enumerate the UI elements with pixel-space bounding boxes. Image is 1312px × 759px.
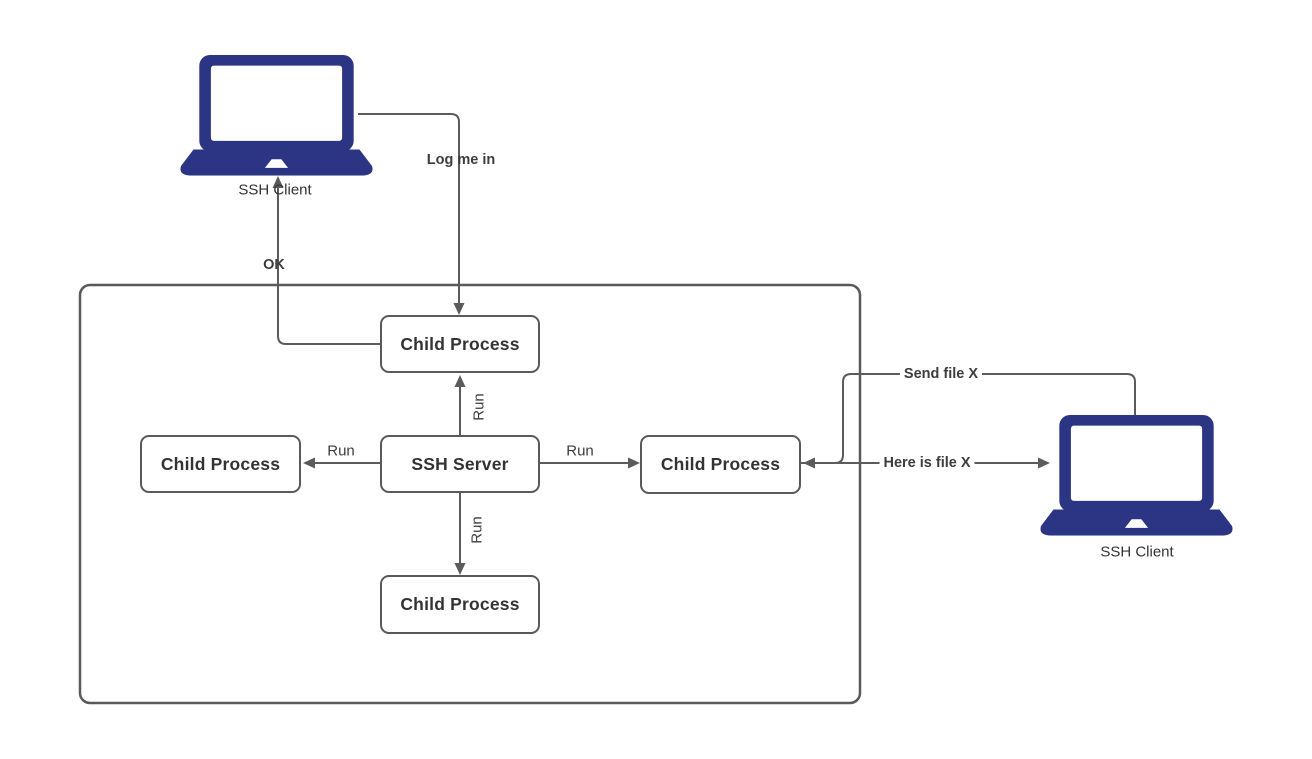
edge-run-right [540,457,640,469]
node-label: SSH Server [411,453,509,474]
node-label: Child Process [400,333,520,354]
arrowhead-right-icon [628,457,640,469]
edge-label-run-left: Run [327,442,355,460]
edge-label-log-me-in: Log me in [426,152,496,168]
laptop-icon [180,55,373,176]
arrowhead-up-icon [272,176,284,188]
edge-run-left [303,457,380,469]
node-child-process-left: Child Process [140,435,301,493]
laptop-icon [1040,415,1233,536]
edge-label-run-right: Run [566,442,594,460]
node-label: Child Process [660,454,781,474]
edge-label-run-up: Run [470,393,488,421]
arrowhead-up-icon [454,375,466,387]
node-child-process-right: Child Process [640,435,801,494]
edge-label-ok: OK [263,257,285,273]
arrowhead-down-icon [453,303,465,315]
node-child-process-bottom: Child Process [380,575,540,634]
arrowhead-down-icon [454,563,466,575]
server-boundary-box [78,283,862,705]
edge-label-here-is-file-x: Here is file X [879,455,975,471]
node-ssh-server: SSH Server [380,435,540,493]
edge-label-send-file-x: Send file X [899,366,983,382]
edge-label-run-down: Run [468,516,486,544]
client-label-right: SSH Client [1100,543,1174,561]
edge-run-up [454,375,466,435]
edge-log-me-in [358,113,465,315]
node-child-process-top: Child Process [380,315,540,373]
client-label-left: SSH Client [238,181,312,199]
edge-ok [272,176,380,345]
edge-run-down [454,493,466,575]
node-label: Child Process [160,453,281,474]
arrowhead-left-icon [303,457,315,469]
node-label: Child Process [400,594,520,614]
arrowhead-right-icon [1038,457,1050,469]
